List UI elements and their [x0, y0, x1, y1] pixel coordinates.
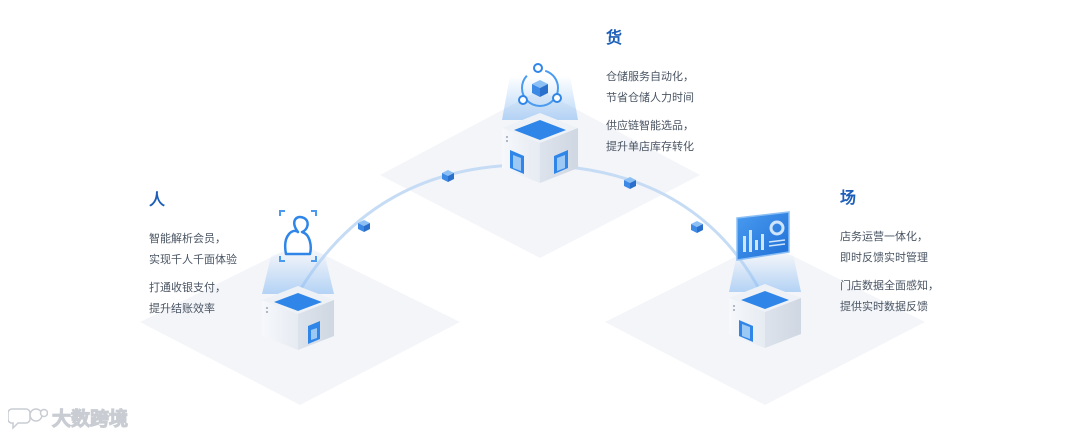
- arc-node-4: [691, 221, 703, 233]
- node-huo-line-1: 仓储服务自动化，: [606, 70, 694, 83]
- node-ren-line-4: 提升结账效率: [149, 302, 215, 315]
- speech-bubble-logo-icon: [8, 407, 48, 430]
- arc-node-1: [358, 220, 370, 232]
- node-chang-text: 场 店务运营一体化， 即时反馈实时管理 门店数据全面感知， 提供实时数据反馈: [840, 184, 939, 317]
- dashboard-screen-icon: [736, 211, 790, 261]
- node-chang-line-3: 门店数据全面感知，: [840, 279, 939, 292]
- node-huo-line-3: 供应链智能选品，: [606, 119, 694, 132]
- node-ren-text: 人 智能解析会员， 实现千人千面体验 打通收银支付， 提升结账效率: [149, 186, 237, 319]
- node-chang-line-2: 即时反馈实时管理: [840, 251, 928, 264]
- arc-node-2: [442, 170, 454, 182]
- node-huo-line-4: 提升单店库存转化: [606, 140, 694, 153]
- arc-node-3: [624, 177, 636, 189]
- network-cube-icon: [518, 63, 562, 107]
- box-huo: [502, 76, 578, 183]
- node-huo-text: 货 仓储服务自动化， 节省仓储人力时间 供应链智能选品， 提升单店库存转化: [606, 24, 694, 157]
- node-ren-line-1: 智能解析会员，: [149, 232, 226, 245]
- node-chang-title: 场: [840, 188, 857, 207]
- watermark: 大数跨境: [8, 404, 129, 431]
- node-chang-line-1: 店务运营一体化，: [840, 230, 928, 243]
- box-chang: [729, 254, 801, 348]
- node-ren-line-3: 打通收银支付，: [149, 281, 226, 294]
- person-silhouette-icon: [279, 210, 317, 262]
- node-huo-title: 货: [606, 28, 623, 47]
- node-ren-title: 人: [149, 190, 166, 209]
- box-ren: [262, 252, 334, 350]
- node-chang-line-4: 提供实时数据反馈: [840, 300, 928, 313]
- node-ren-line-2: 实现千人千面体验: [149, 253, 237, 266]
- node-huo-line-2: 节省仓储人力时间: [606, 91, 694, 104]
- watermark-text: 大数跨境: [51, 408, 129, 431]
